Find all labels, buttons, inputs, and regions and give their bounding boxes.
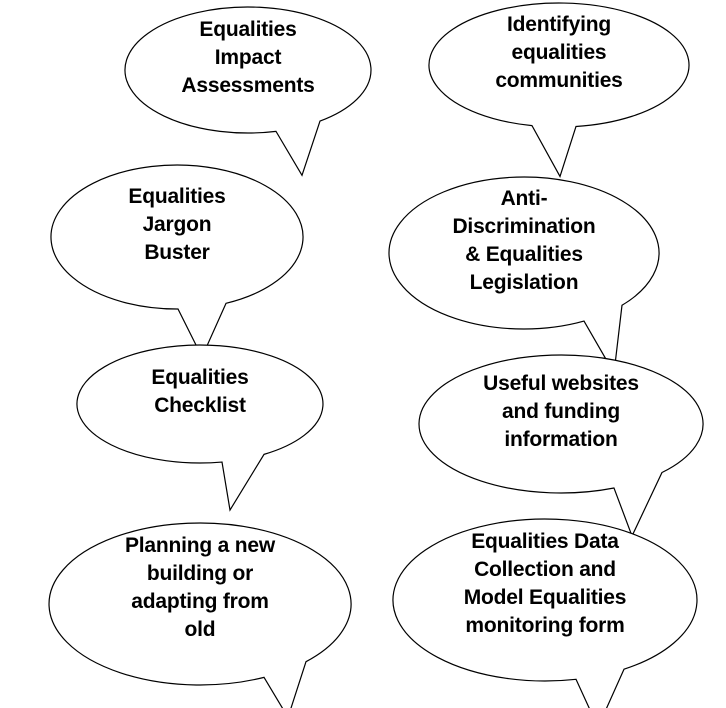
- callout-outline-equalities-checklist: [76, 344, 324, 512]
- callout-shape: [388, 176, 660, 375]
- callout-shape: [418, 354, 704, 538]
- callout-outline-identifying-equalities-communities: [428, 2, 690, 178]
- callout-outline-equalities-data-collection-and-model-equalities-monitoring-form: [392, 518, 698, 708]
- callout-shape: [392, 518, 698, 708]
- callout-outline-useful-websites-and-funding-information: [418, 354, 704, 538]
- callout-outline-equalities-impact-assessments: [124, 6, 372, 177]
- callout-outline-equalities-jargon-buster: [50, 164, 304, 359]
- callout-outline-anti-discrimination-equalities-legislation: [388, 176, 660, 375]
- callout-shape: [76, 344, 324, 512]
- callout-shape: [50, 164, 304, 359]
- callout-shape: [428, 2, 690, 178]
- callout-shape: [124, 6, 372, 177]
- callout-shape: [48, 522, 352, 708]
- callout-outline-planning-a-new-building-or-adapting-from-old: [48, 522, 352, 708]
